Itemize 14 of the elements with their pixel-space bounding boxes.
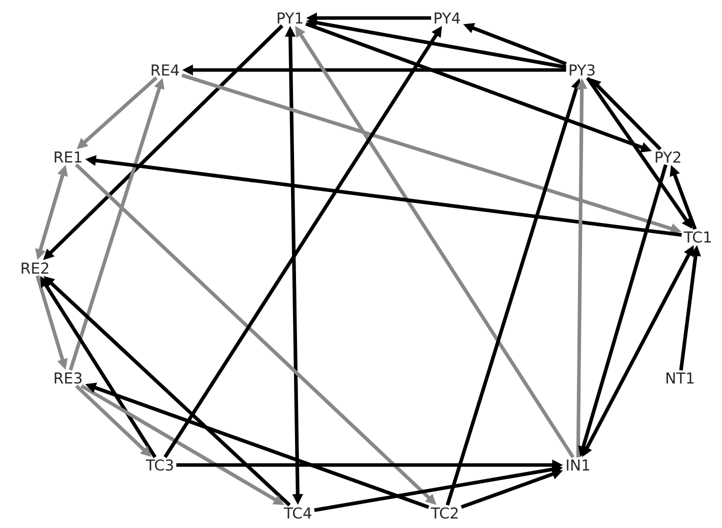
node-label: TC1 [684,231,711,243]
node-label: NT1 [666,372,694,384]
node-label: IN1 [566,460,590,470]
node-label: PY2 [656,151,680,163]
node-label: RE1 [54,152,82,162]
node-label: RE2 [22,262,48,274]
node-label: RE4 [152,64,179,76]
node-label: PY3 [570,64,595,76]
node-label: TC2 [430,507,458,519]
node-label: TC4 [284,507,312,519]
node-label: PY4 [434,12,460,24]
node-label: PY1 [278,12,302,24]
node-label: TC3 [146,459,173,471]
node-label: RE3 [54,372,82,384]
